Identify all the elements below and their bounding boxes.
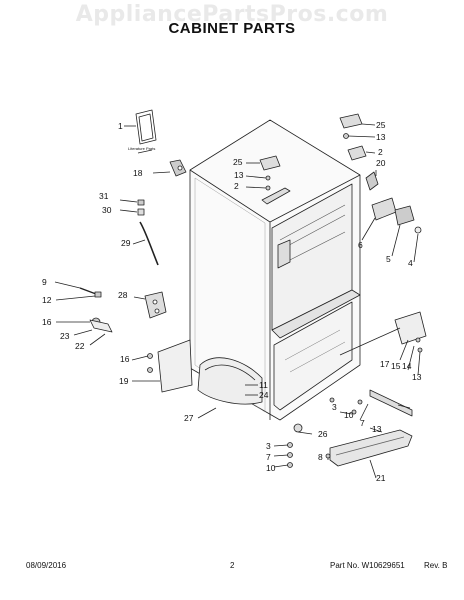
part-3-7-10-26: [293, 397, 383, 435]
part-9-12: [54, 281, 102, 301]
part-bottom-screws: [273, 442, 293, 468]
callout-label: 6: [358, 240, 363, 250]
callout-label: 11: [259, 380, 268, 390]
callout-label: 2: [378, 147, 383, 157]
callout-label: 13: [234, 170, 244, 180]
literature-label: Literature Parts: [128, 146, 155, 151]
callout-label: 8: [318, 452, 323, 462]
cabinet-body: [189, 119, 361, 421]
watermark: AppliancePartsPros.com: [75, 2, 389, 27]
callout-label: 7: [266, 452, 271, 462]
callout-label: 13: [372, 424, 382, 434]
page-title: CABINET PARTS: [168, 20, 296, 37]
callout-label: 25: [376, 120, 386, 130]
callout-label: 9: [42, 277, 47, 287]
part-28-hinge: [133, 291, 167, 319]
footer-part-no: Part No. W10629651: [330, 561, 405, 570]
callout-label: 12: [42, 295, 52, 305]
part-27-leader: [197, 407, 217, 419]
callout-label: 28: [118, 290, 128, 300]
part-16-19-bracket: [131, 339, 193, 393]
callout-label: 1: [118, 121, 123, 131]
part-16-22-23: [56, 317, 113, 346]
footer-rev: Rev. B: [424, 561, 448, 570]
callout-label: 27: [184, 413, 194, 423]
callout-label: 16: [42, 317, 52, 327]
part-18-bracket: [152, 159, 187, 177]
part-11-24-seal: [197, 357, 263, 405]
callout-label: 25: [233, 157, 243, 167]
part-8-21-grille: [325, 429, 413, 479]
callout-label: 18: [133, 168, 143, 178]
footer-page: 2: [230, 561, 235, 570]
callout-label: 16: [120, 354, 130, 364]
part-25-13-2-center: [245, 155, 281, 191]
callout-label: 20: [376, 158, 386, 168]
callout-label: 5: [386, 254, 391, 264]
footer-date: 08/09/2016: [26, 561, 67, 570]
part-4-5-6-hinge: [361, 197, 422, 263]
callout-label: 24: [259, 390, 269, 400]
part-25-13-2-20: [339, 113, 379, 191]
part-13-14-15-17: [339, 311, 427, 417]
callout-label: 22: [75, 341, 85, 351]
callout-label: 15: [391, 361, 401, 371]
callout-label: 29: [121, 238, 131, 248]
callout-label: 10: [344, 410, 354, 420]
callout-label: 4: [408, 258, 413, 268]
callout-label: 3: [332, 402, 337, 412]
callout-label: 7: [360, 418, 365, 428]
callout-label: 17: [380, 359, 390, 369]
part-29-31-parts: [119, 199, 159, 266]
callout-label: 26: [318, 429, 328, 439]
callout-label: 23: [60, 331, 70, 341]
callout-label: 13: [412, 372, 422, 382]
callout-label: 3: [266, 441, 271, 451]
callout-label: 30: [102, 205, 112, 215]
callout-label: 13: [376, 132, 386, 142]
callout-label: 10: [266, 463, 276, 473]
callout-label: 31: [99, 191, 109, 201]
literature-parts: [124, 109, 157, 145]
callout-label: 21: [376, 473, 386, 483]
callout-label: 19: [119, 376, 129, 386]
callout-label: 2: [234, 181, 239, 191]
callout-label: 14: [402, 361, 412, 371]
